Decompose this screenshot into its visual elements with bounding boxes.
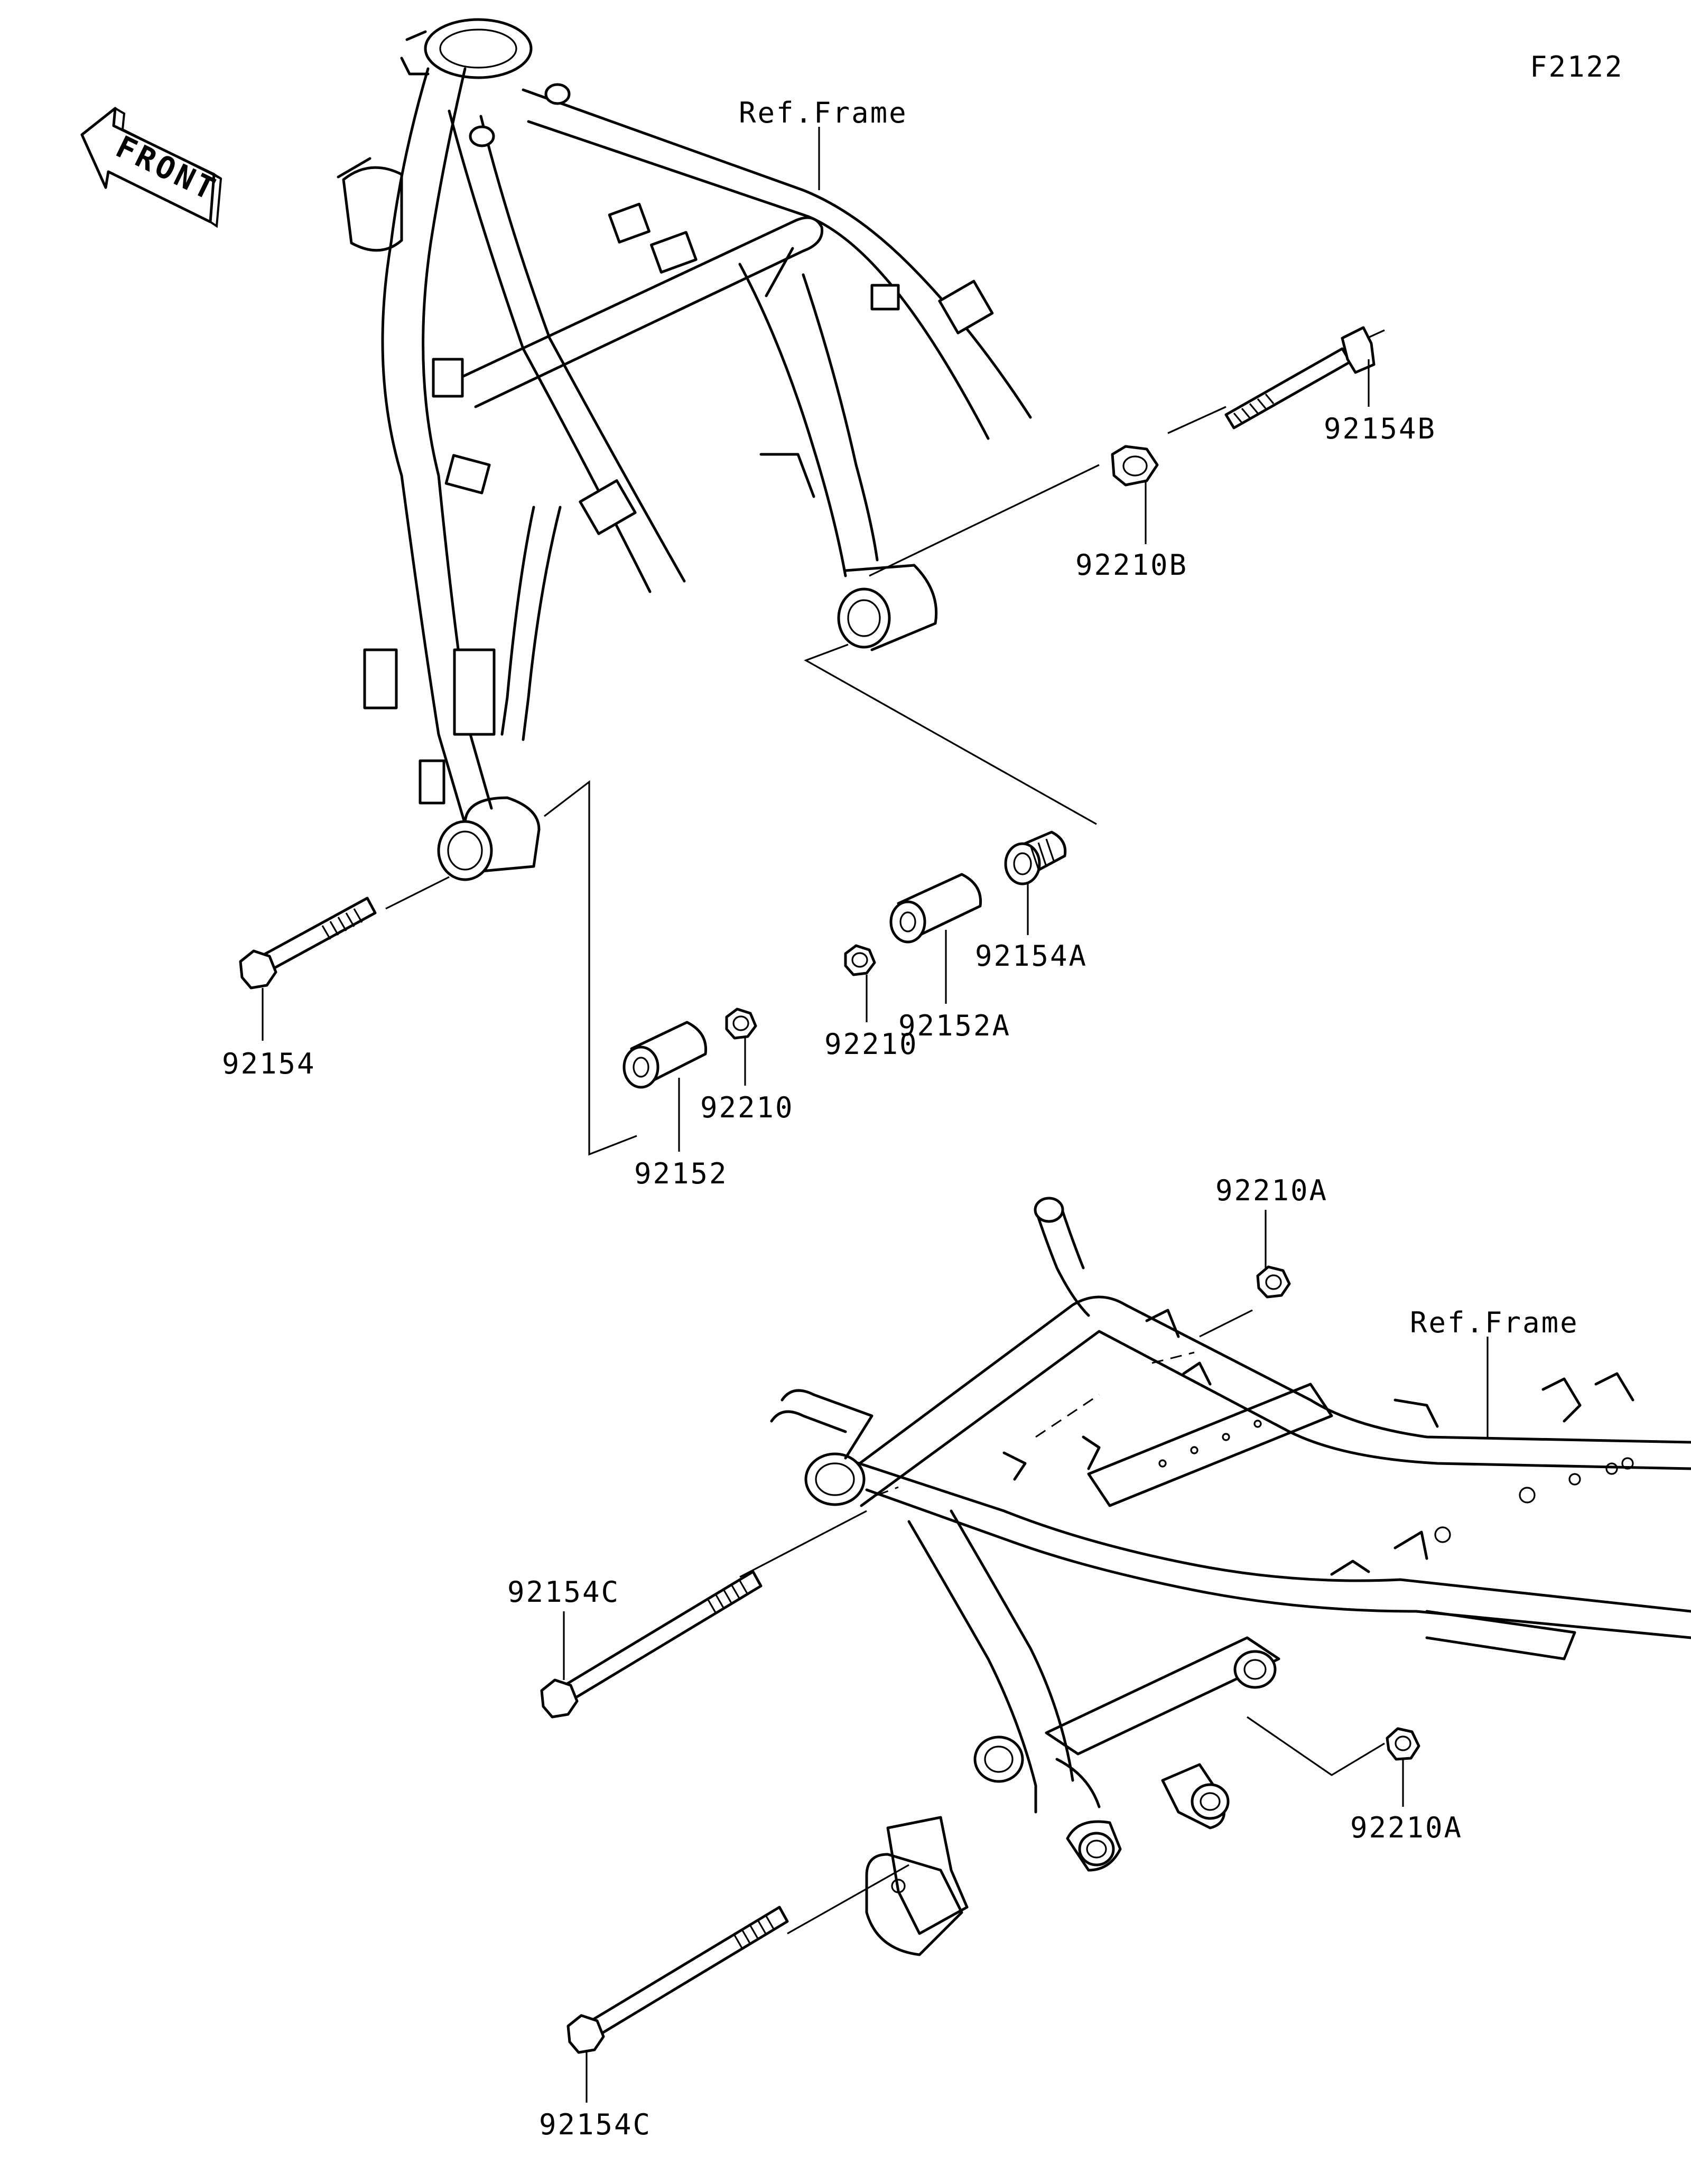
nut-92210A-bottom[interactable] [1386, 1727, 1420, 1807]
nut-92210B[interactable] [1111, 445, 1159, 544]
nut-92210-left[interactable] [725, 1007, 757, 1086]
part-label-92210-left: 92210 [700, 1091, 794, 1124]
bolt-92154C-middle[interactable] [540, 1570, 763, 1719]
bolt-92154B[interactable] [1224, 326, 1376, 430]
part-label-92154C-middle: 92154C [507, 1575, 620, 1609]
part-label-92154B: 92154B [1324, 412, 1436, 445]
ref-frame-label-top: Ref.Frame [739, 96, 908, 129]
bolt-92154[interactable] [239, 897, 377, 1041]
part-label-92210-right: 92210 [824, 1028, 918, 1061]
lower-assembly-leader-lines [739, 1309, 1385, 1935]
part-label-92210A-bottom: 92210A [1350, 1811, 1463, 1844]
part-label-92210B: 92210B [1075, 548, 1188, 582]
collar-92152A[interactable] [889, 873, 982, 1004]
part-label-92152: 92152 [634, 1157, 728, 1190]
part-label-92154C-bottom: 92154C [539, 2108, 652, 2141]
bolt-92154C-bottom[interactable] [566, 1906, 789, 2103]
collar-92152[interactable] [622, 1021, 708, 1152]
part-label-92154: 92154 [222, 1047, 316, 1080]
upper-frame-drawing [337, 18, 1032, 881]
part-label-92154A: 92154A [975, 939, 1088, 973]
bushing-92154A[interactable] [1004, 830, 1067, 935]
ref-frame-label-bottom: Ref.Frame [1410, 1306, 1579, 1339]
nut-92210-right[interactable] [844, 944, 876, 1022]
part-label-92152A: 92152A [898, 1009, 1011, 1042]
diagram-code: F2122 [1530, 50, 1624, 83]
lower-frame-drawing [770, 1197, 1691, 1956]
nut-92210A-top[interactable] [1256, 1210, 1291, 1299]
upper-assembly-leader-lines [385, 329, 1385, 1156]
part-label-92210A-top: 92210A [1215, 1174, 1328, 1207]
front-direction-arrow: FRONT [80, 107, 224, 228]
